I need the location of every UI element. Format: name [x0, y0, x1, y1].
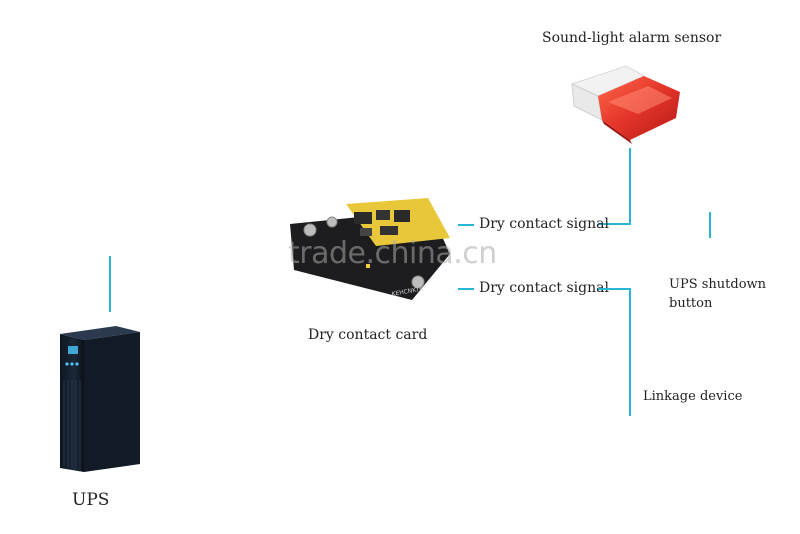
- ups-connector: [109, 256, 111, 312]
- alarm-sensor-label: Sound-light alarm sensor: [542, 30, 722, 46]
- ups-shutdown-label-line2: button: [669, 296, 713, 311]
- ups-label: UPS: [72, 490, 110, 510]
- signal-bottom-dash: [458, 288, 474, 290]
- alarm-connector-vertical: [629, 148, 631, 224]
- ups-image: [60, 326, 140, 472]
- watermark: trade.china.cn: [288, 236, 497, 271]
- ups-shutdown-label-line1: UPS shutdown: [669, 277, 767, 292]
- signal-top-dash: [458, 224, 474, 226]
- signal-top-label: Dry contact signal: [479, 216, 609, 232]
- alarm-connector-horizontal: [598, 223, 631, 225]
- dry-contact-card-image: KEHCNKTR: [290, 198, 450, 300]
- linkage-connector-horizontal: [598, 288, 630, 290]
- linkage-device-label: Linkage device: [643, 389, 743, 404]
- dry-contact-card-label: Dry contact card: [308, 327, 428, 343]
- signal-bottom-label: Dry contact signal: [479, 280, 609, 296]
- alarm-sensor-image: [570, 65, 680, 144]
- linkage-connector-vertical: [629, 288, 631, 416]
- shutdown-connector: [709, 212, 711, 238]
